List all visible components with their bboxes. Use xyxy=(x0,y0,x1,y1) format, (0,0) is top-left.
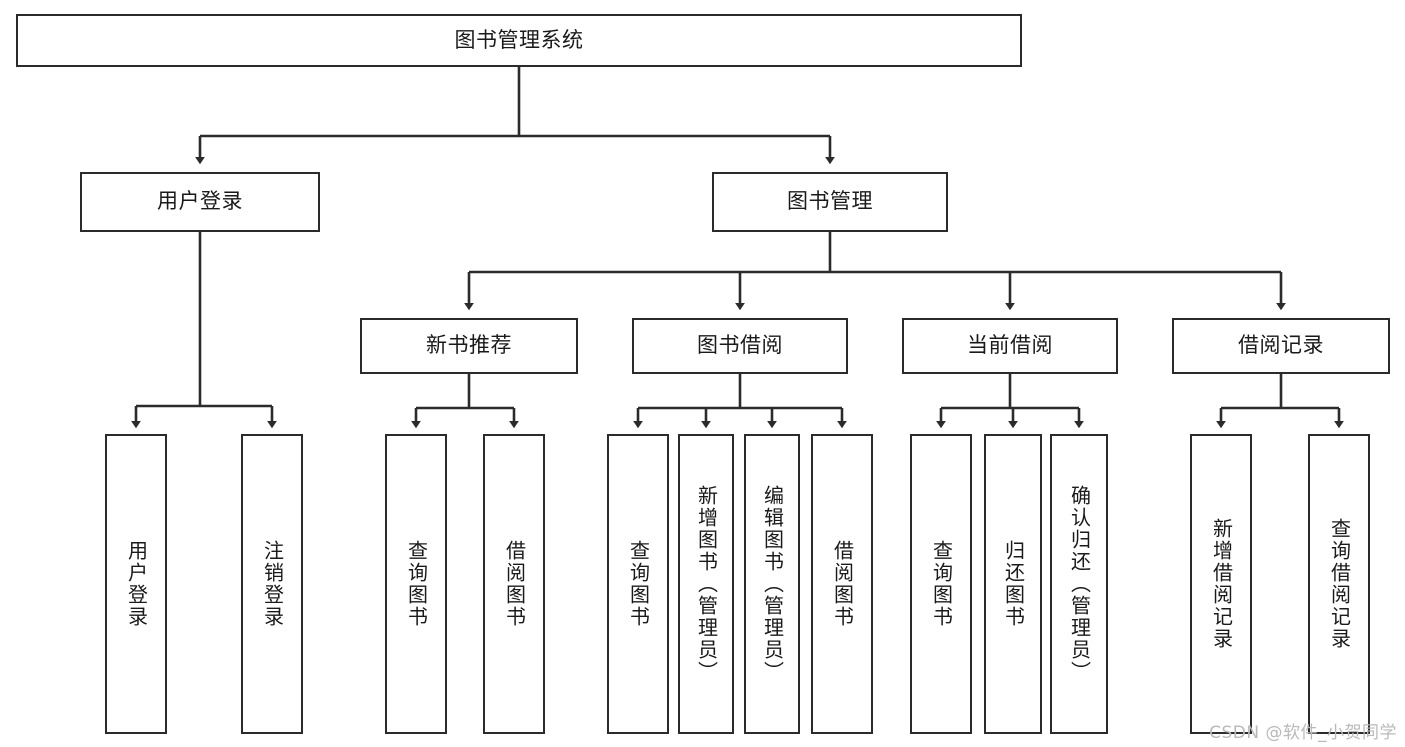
edges-root-to-level2 xyxy=(195,67,835,165)
node-leaf-logout[interactable]: 注销登录 xyxy=(241,434,303,734)
node-leaf-borrow-book-2-label: 借阅图书 xyxy=(830,540,855,628)
edges-currentborrow-to-leaves xyxy=(936,374,1084,429)
node-leaf-return-book-label: 归还图书 xyxy=(1001,540,1026,628)
node-leaf-query-record-label: 查询借阅记录 xyxy=(1327,518,1352,650)
node-leaf-query-book-2[interactable]: 查询图书 xyxy=(607,434,669,734)
node-borrow-record[interactable]: 借阅记录 xyxy=(1172,318,1390,374)
node-leaf-user-login-label: 用户登录 xyxy=(124,540,149,628)
node-leaf-query-book-3[interactable]: 查询图书 xyxy=(910,434,972,734)
node-leaf-edit-book-label: 编辑图书（管理员） xyxy=(760,485,785,683)
node-root-system[interactable]: 图书管理系统 xyxy=(16,14,1022,67)
node-current-borrow-label: 当前借阅 xyxy=(967,333,1053,358)
edges-bookmanage-to-level3 xyxy=(464,232,1286,311)
node-leaf-query-record[interactable]: 查询借阅记录 xyxy=(1308,434,1370,734)
node-borrow-record-label: 借阅记录 xyxy=(1238,333,1324,358)
node-new-book-recommend[interactable]: 新书推荐 xyxy=(360,318,578,374)
node-book-manage[interactable]: 图书管理 xyxy=(712,172,948,232)
node-book-borrow-label: 图书借阅 xyxy=(697,333,783,358)
node-leaf-add-record[interactable]: 新增借阅记录 xyxy=(1190,434,1252,734)
watermark-text: CSDN @软件_小贺同学 xyxy=(1209,723,1397,743)
node-leaf-user-login[interactable]: 用户登录 xyxy=(105,434,167,734)
node-user-login-label: 用户登录 xyxy=(157,189,243,214)
node-leaf-query-book-1[interactable]: 查询图书 xyxy=(385,434,447,734)
node-leaf-return-book[interactable]: 归还图书 xyxy=(984,434,1042,734)
edges-borrowrecord-to-leaves xyxy=(1216,374,1344,429)
edges-newbook-to-leaves xyxy=(411,374,519,429)
edges-userlogin-to-leaves xyxy=(131,232,277,429)
node-leaf-borrow-book-2[interactable]: 借阅图书 xyxy=(811,434,873,734)
edges-bookborrow-to-leaves xyxy=(633,374,847,429)
node-leaf-query-book-2-label: 查询图书 xyxy=(626,540,651,628)
node-user-login[interactable]: 用户登录 xyxy=(80,172,320,232)
node-leaf-confirm-return[interactable]: 确认归还（管理员） xyxy=(1050,434,1108,734)
node-leaf-add-book[interactable]: 新增图书（管理员） xyxy=(678,434,734,734)
node-leaf-add-book-label: 新增图书（管理员） xyxy=(694,485,719,683)
node-leaf-edit-book[interactable]: 编辑图书（管理员） xyxy=(744,434,800,734)
node-leaf-borrow-book-1-label: 借阅图书 xyxy=(502,540,527,628)
node-leaf-add-record-label: 新增借阅记录 xyxy=(1209,518,1234,650)
node-current-borrow[interactable]: 当前借阅 xyxy=(902,318,1118,374)
node-leaf-query-book-1-label: 查询图书 xyxy=(404,540,429,628)
node-leaf-query-book-3-label: 查询图书 xyxy=(929,540,954,628)
node-book-manage-label: 图书管理 xyxy=(787,189,873,214)
node-book-borrow[interactable]: 图书借阅 xyxy=(632,318,848,374)
node-leaf-confirm-return-label: 确认归还（管理员） xyxy=(1067,485,1092,683)
node-leaf-borrow-book-1[interactable]: 借阅图书 xyxy=(483,434,545,734)
node-root-label: 图书管理系统 xyxy=(454,27,584,52)
node-leaf-logout-label: 注销登录 xyxy=(260,540,285,628)
node-new-book-recommend-label: 新书推荐 xyxy=(426,333,512,358)
